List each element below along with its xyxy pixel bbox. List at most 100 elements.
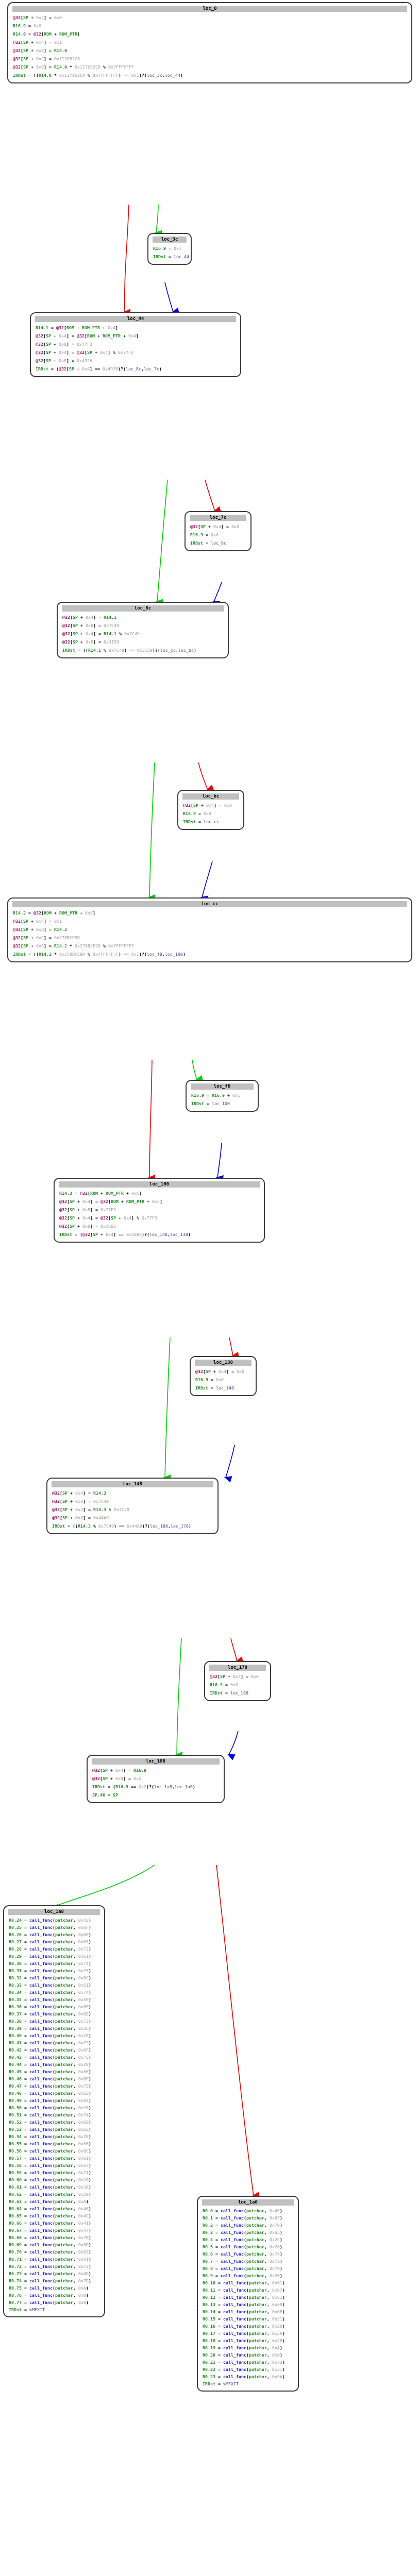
ir-statement: R0.48 = call_func(putchar, 0x6E): [9, 2091, 91, 2096]
node-title: loc_178: [209, 1665, 266, 1671]
ir-statement: R0.66 = call_func(putchar, 0x41): [9, 2221, 91, 2226]
ir-statement: @32[SP + 0x4] = 0x0: [13, 15, 62, 20]
cfg-node-loc-100[interactable]: loc_100 R14.3 = @32[ROM + ROM_PTR + 0xC]…: [54, 1178, 265, 1243]
ir-statement: R0.50 = call_func(putchar, 0x20): [9, 2105, 91, 2110]
ir-statement: IRDst = (@32[SP + 0x4] == 0x4926)?(loc_8…: [36, 366, 162, 371]
node-title: loc_3c: [153, 236, 187, 243]
ir-statement: @32[SP + 0x8] = 0x44A9: [52, 1515, 109, 1520]
ir-statement: R0.15 = call_func(putchar, 0x21): [203, 2316, 285, 2321]
cfg-node-loc-44[interactable]: loc_44 R14.1 = @32[ROM + ROM_PTR + 0x4] @…: [30, 312, 241, 377]
cfg-node-loc-cc[interactable]: loc_cc R14.2 = @32[ROM + ROM_PTR + 0x8]@…: [7, 897, 412, 962]
ir-statement: @32[SP + 0x4] = 0x1: [13, 919, 62, 924]
cfg-node-loc-148[interactable]: loc_148 @32[SP + 0x4] = R14.3@32[SP + 0x…: [46, 1478, 219, 1534]
ir-statement: R0.23 = call_func(putchar, 0x5A): [203, 2374, 285, 2379]
ir-statement: @32[SP + 0xC] = 0x117052C0: [13, 56, 80, 61]
ir-statement: R0.12 = call_func(putchar, 0x61): [203, 2295, 285, 2300]
ir-statement: IRDst = loc_100: [191, 1101, 230, 1106]
ir-statement: R0.52 = call_func(putchar, 0x68): [9, 2120, 91, 2125]
ir-statement: @32[SP + 0x4] = @32[ROM + ROM_PTR + 0xC]: [59, 1199, 162, 1204]
ir-statement: IRDst = ((R14.3 % 0x7C49) == 0x44A9)?(lo…: [52, 1523, 191, 1529]
ir-statement: R0.57 = call_func(putchar, 0x61): [9, 2156, 91, 2161]
ir-statement: IRDst = loc_cc: [183, 819, 219, 824]
ir-statement: R0.38 = call_func(putchar, 0x73): [9, 2019, 91, 2024]
ir-statement: R0.39 = call_func(putchar, 0x2C): [9, 2026, 91, 2031]
node-body: @32[SP + 0x4] = R14.3@32[SP + 0x8] = 0x7…: [50, 1489, 215, 1530]
ir-statement: R0.22 = call_func(putchar, 0x21): [203, 2367, 285, 2372]
cfg-node-loc-1a0[interactable]: loc_1a0 R0.0 = call_func(putchar, 0x4E)R…: [197, 2196, 299, 2392]
ir-statement: R0.32 = call_func(putchar, 0x6C): [9, 1975, 91, 1980]
ir-statement: R0.14 = call_func(putchar, 0x6E): [203, 2309, 285, 2314]
ir-statement: R0.62 = call_func(putchar, 0x29): [9, 2192, 91, 2197]
ir-statement: R14.1 = @32[ROM + ROM_PTR + 0x4]: [36, 325, 118, 330]
node-title: loc_bc: [182, 793, 239, 800]
ir-statement: R0.73 = call_func(putchar, 0x6D): [9, 2271, 91, 2276]
ir-statement: R0.33 = call_func(putchar, 0x61): [9, 1982, 91, 1988]
ir-statement: R0.31 = call_func(putchar, 0x75): [9, 1968, 91, 1973]
ir-statement: R0.4 = call_func(putchar, 0x2C): [203, 2237, 282, 2242]
ir-statement: @32[SP + 0x4] = R14.3: [52, 1490, 106, 1496]
ir-statement: @32[SP + 0x8] = 0x4926: [36, 358, 92, 363]
cfg-node-loc-188[interactable]: loc_188 @32[SP + 0x4] = R16.9@32[SP + 0x…: [87, 1755, 225, 1803]
ir-statement: @32[SP + 0x8] = 0x3159: [62, 639, 119, 645]
ir-statement: @32[SP + 0x8] = R14.2 * 0x278BCE9D % 0x7…: [13, 943, 134, 948]
ir-statement: R0.70 = call_func(putchar, 0x69): [9, 2249, 91, 2255]
node-title: loc_1a0: [202, 2199, 294, 2206]
ir-statement: R0.46 = call_func(putchar, 0x6F): [9, 2076, 91, 2081]
ir-statement: IRDst = loc_8c: [190, 540, 226, 546]
ir-statement: IRDst = loc_44: [153, 254, 189, 259]
ir-statement: IRDst = loc_188: [210, 1690, 248, 1696]
ir-statement: R0.8 = call_func(putchar, 0x79): [203, 2266, 282, 2271]
ir-statement: @32[SP + 0x4] = 0x1: [13, 40, 62, 45]
ir-statement: R0.69 = call_func(putchar, 0x6D): [9, 2242, 91, 2247]
ir-statement: R0.49 = call_func(putchar, 0x64): [9, 2098, 91, 2103]
ir-statement: IRDst = loc_148: [195, 1385, 234, 1391]
cfg-node-loc-1a8[interactable]: loc_1a8 R0.24 = call_func(putchar, 0x43)…: [3, 1905, 105, 2317]
ir-statement: R0.6 = call_func(putchar, 0x74): [203, 2251, 282, 2257]
node-title: loc_44: [35, 316, 236, 322]
ir-statement: R0.42 = call_func(putchar, 0x6F): [9, 2047, 91, 2053]
ir-statement: R0.58 = call_func(putchar, 0x67): [9, 2163, 91, 2168]
ir-statement: R14.2 = @32[ROM + ROM_PTR + 0x8]: [13, 910, 95, 916]
ir-statement: R0.17 = call_func(putchar, 0x3A): [203, 2331, 285, 2336]
ir-statement: R0.77 = call_func(putchar, 0x0): [9, 2300, 89, 2305]
node-title: loc_100: [59, 1181, 260, 1188]
ir-statement: R0.53 = call_func(putchar, 0x65): [9, 2127, 91, 2132]
ir-statement: R16.9 = 0x0: [183, 811, 211, 816]
ir-statement: R0.65 = call_func(putchar, 0x4C): [9, 2213, 91, 2218]
ir-statement: R0.3 = call_func(putchar, 0x65): [203, 2230, 282, 2235]
ir-statement: IRDst = (@32[SP + 0x4] == 0x28B2)?(loc_1…: [59, 1232, 191, 1237]
cfg-node-loc-8c[interactable]: loc_8c @32[SP + 0x4] = R14.1@32[SP + 0x8…: [57, 602, 229, 658]
ir-statement: R0.26 = call_func(putchar, 0x6E): [9, 1932, 91, 1937]
ir-statement: IRDst = ((R14.0 * 0x117052C0 % 0x7FFFFFF…: [13, 73, 183, 78]
ir-statement: @32[SP + 0x4] = 0x0: [183, 803, 232, 808]
node-title: loc_138: [195, 1360, 252, 1366]
ir-statement: R14.3 = @32[ROM + ROM_PTR + 0xC]: [59, 1191, 142, 1196]
ir-statement: R0.5 = call_func(putchar, 0x20): [203, 2244, 282, 2249]
ir-statement: R0.40 = call_func(putchar, 0x20): [9, 2033, 91, 2038]
ir-statement: R0.21 = call_func(putchar, 0x73): [203, 2360, 285, 2365]
ir-statement: @32[SP + 0x4] = R14.1: [62, 615, 116, 620]
ir-statement: @32[SP + 0x8] = R14.2: [13, 927, 67, 932]
ir-statement: @32[SP + 0x4] = R14.1 % 0x7C49: [62, 631, 140, 636]
node-title: loc_1a8: [8, 1909, 100, 1915]
ir-statement: SP.46 = SP: [92, 1792, 118, 1798]
ir-statement: R0.28 = call_func(putchar, 0x72): [9, 1946, 91, 1952]
ir-statement: @32[SP + 0xC] = 0x278BCE9D: [13, 935, 80, 940]
ir-statement: IRDst = %MEXIT: [203, 2381, 239, 2386]
ir-statement: R0.11 = call_func(putchar, 0x67): [203, 2287, 285, 2293]
ir-statement: R16.9 = 0x0: [210, 1682, 238, 1687]
ir-statement: IRDst = (R16.9 == 0x2)?(loc_1a8,loc_1a0): [92, 1784, 195, 1789]
ir-statement: R0.68 = call_func(putchar, 0x7B): [9, 2235, 91, 2240]
ir-statement: R0.63 = call_func(putchar, 0xA): [9, 2199, 89, 2204]
